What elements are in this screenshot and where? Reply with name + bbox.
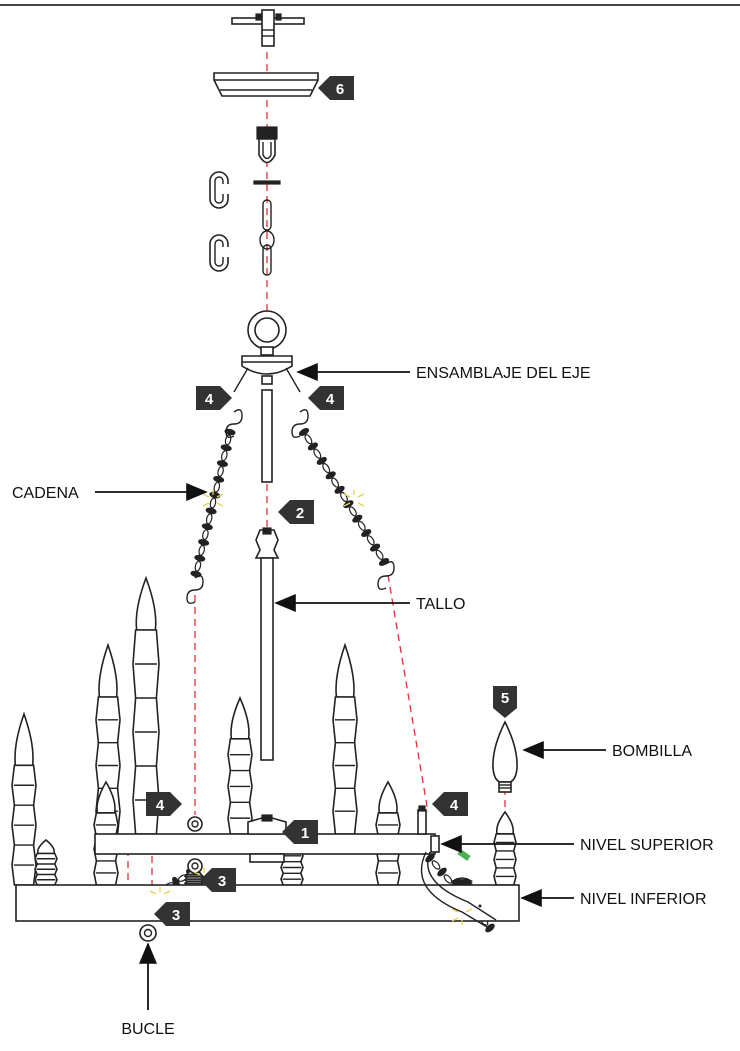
label-bucle: BUCLE bbox=[121, 1021, 174, 1038]
candle-arm bbox=[451, 877, 473, 886]
chain-link bbox=[316, 456, 327, 465]
mounting-plate bbox=[231, 9, 305, 47]
chain-link bbox=[217, 465, 224, 477]
chain-link bbox=[213, 481, 221, 493]
step-badge-4-left: 4 bbox=[196, 386, 232, 410]
step-3-number: 3 bbox=[172, 907, 180, 924]
step-badge-5: 5 bbox=[493, 686, 517, 718]
label-ensamblaje-del-eje: ENSAMBLAJE DEL EJE bbox=[416, 365, 591, 382]
step-2-number: 2 bbox=[296, 505, 304, 522]
chain-link bbox=[205, 507, 217, 515]
chain-link bbox=[352, 514, 363, 523]
step-4-number: 4 bbox=[326, 391, 335, 408]
candle-arm bbox=[332, 642, 358, 835]
chain-link bbox=[220, 444, 232, 452]
step-6-number: 6 bbox=[336, 81, 344, 98]
tier-loops bbox=[187, 805, 427, 874]
bucle-loop bbox=[139, 924, 157, 942]
chain-link bbox=[361, 529, 372, 538]
chain-link bbox=[357, 520, 366, 531]
step-4-number: 4 bbox=[205, 391, 214, 408]
canopy bbox=[213, 72, 319, 97]
step-badge-4-mid-left: 4 bbox=[146, 792, 182, 816]
chain-link bbox=[340, 491, 348, 503]
guide-line-chain-right bbox=[387, 574, 429, 813]
chain-connector-bottom bbox=[209, 234, 232, 272]
coupling-loop bbox=[253, 126, 281, 185]
candle-arm bbox=[493, 810, 517, 886]
chain-left bbox=[190, 428, 236, 578]
chain-link bbox=[194, 554, 206, 562]
candle-arm bbox=[34, 838, 58, 886]
step-badge-2: 2 bbox=[278, 500, 314, 524]
step-badge-1: 1 bbox=[282, 820, 318, 844]
chain-link bbox=[437, 867, 447, 877]
step-4-number: 4 bbox=[450, 797, 459, 814]
chain-link bbox=[366, 535, 375, 546]
chain-link bbox=[322, 463, 331, 474]
step-badge-3-lower: 3 bbox=[154, 902, 190, 926]
chain-link bbox=[431, 860, 441, 870]
chain-link bbox=[224, 428, 236, 436]
step-badge-4-right: 4 bbox=[308, 386, 344, 410]
chain-link bbox=[325, 471, 336, 480]
chain-link bbox=[194, 560, 202, 572]
chain-link bbox=[375, 549, 384, 560]
upper-tier bbox=[94, 814, 440, 863]
chain-link bbox=[370, 543, 381, 552]
s-hooks bbox=[186, 409, 395, 605]
chain-link bbox=[304, 434, 313, 445]
chain-link bbox=[202, 529, 209, 541]
step-4-number: 4 bbox=[156, 797, 165, 814]
candle-arm bbox=[11, 711, 37, 886]
stem bbox=[254, 527, 280, 761]
step-3-number: 3 bbox=[218, 873, 226, 890]
center-chain bbox=[259, 199, 275, 276]
step-5-number: 5 bbox=[501, 690, 509, 707]
chain-link bbox=[443, 874, 453, 884]
chain-right bbox=[298, 428, 390, 566]
label-cadena: CADENA bbox=[12, 485, 79, 502]
chain-link bbox=[198, 539, 210, 546]
highlight-sparks bbox=[149, 490, 473, 925]
step-1-number: 1 bbox=[301, 825, 309, 842]
label-tallo: TALLO bbox=[416, 596, 466, 613]
chain-connector-top bbox=[209, 171, 232, 209]
chain-link bbox=[205, 513, 213, 525]
guide-lines bbox=[127, 40, 506, 912]
callout-arrows bbox=[95, 363, 606, 1010]
label-nivel-inferior: NIVEL INFERIOR bbox=[580, 891, 707, 908]
chain-link bbox=[209, 497, 217, 509]
step-badge-6: 6 bbox=[318, 76, 354, 100]
chain-link bbox=[201, 523, 213, 530]
chain-link bbox=[378, 558, 390, 566]
chain-link bbox=[213, 476, 225, 483]
chain-link bbox=[221, 450, 228, 462]
step-badge-4-mid-right: 4 bbox=[432, 792, 468, 816]
candle-arm bbox=[227, 696, 253, 835]
chain-link bbox=[334, 485, 345, 494]
chain-link bbox=[198, 544, 205, 556]
chain-link bbox=[348, 506, 357, 517]
bulb bbox=[492, 720, 518, 793]
chain-link bbox=[331, 477, 340, 488]
label-bombilla: BOMBILLA bbox=[612, 743, 692, 760]
label-nivel-superior: NIVEL SUPERIOR bbox=[580, 837, 714, 854]
step-badge-3-upper: 3 bbox=[200, 868, 236, 892]
chain-link bbox=[307, 442, 318, 451]
chain-link bbox=[313, 448, 322, 459]
shaft-assembly bbox=[233, 310, 301, 483]
chain-link bbox=[209, 491, 221, 499]
chain-link bbox=[224, 434, 232, 446]
lower-tier bbox=[15, 884, 520, 922]
chain-link bbox=[298, 428, 310, 436]
